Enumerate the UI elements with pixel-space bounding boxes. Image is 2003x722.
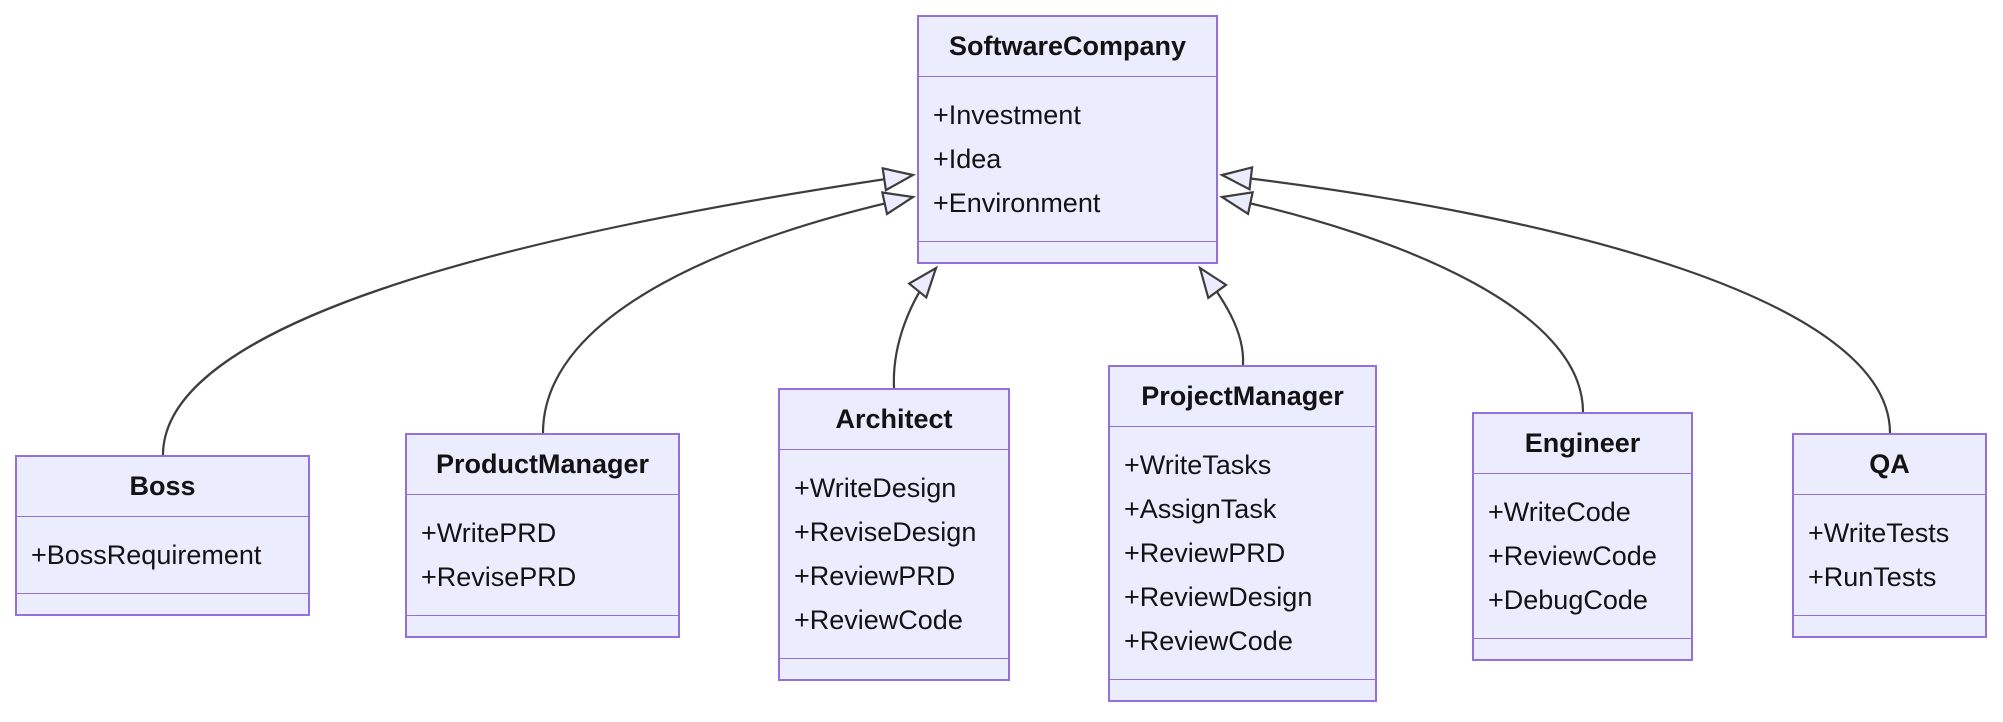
class-node-engineer: Engineer +WriteCode +ReviewCode +DebugCo… bbox=[1472, 412, 1693, 661]
edge-boss-to-softwarecompany bbox=[161, 175, 913, 456]
class-attribute: +ReviewDesign bbox=[1124, 582, 1313, 612]
class-attribute: +WriteDesign bbox=[794, 473, 957, 503]
class-title: ProjectManager bbox=[1110, 367, 1375, 427]
class-node-productmanager: ProductManager +WritePRD +RevisePRD bbox=[405, 433, 680, 638]
class-attribute: +RevisePRD bbox=[421, 562, 577, 592]
methods-compartment-empty bbox=[1474, 639, 1691, 659]
class-node-architect: Architect +WriteDesign +ReviseDesign +Re… bbox=[778, 388, 1010, 681]
class-title: QA bbox=[1794, 435, 1985, 495]
edge-architect-to-softwarecompany bbox=[892, 268, 936, 389]
class-attribute: +WriteTests bbox=[1808, 518, 1950, 548]
methods-compartment-empty bbox=[780, 659, 1008, 679]
class-node-qa: QA +WriteTests +RunTests bbox=[1792, 433, 1987, 638]
class-attribute: +WritePRD bbox=[421, 518, 557, 548]
class-attribute: +ReviseDesign bbox=[794, 517, 977, 547]
class-attribute: +RunTests bbox=[1808, 562, 1937, 592]
attributes-compartment: +WriteCode +ReviewCode +DebugCode bbox=[1474, 474, 1691, 639]
class-attribute: +ReviewCode bbox=[1488, 541, 1657, 571]
class-attribute: +ReviewCode bbox=[794, 605, 963, 635]
class-attribute: +ReviewCode bbox=[1124, 626, 1293, 656]
methods-compartment-empty bbox=[407, 616, 678, 636]
class-title: Architect bbox=[780, 390, 1008, 450]
class-attribute: +BossRequirement bbox=[31, 540, 262, 570]
methods-compartment-empty bbox=[919, 242, 1216, 262]
class-title: ProductManager bbox=[407, 435, 678, 495]
class-attribute: +ReviewPRD bbox=[1124, 538, 1286, 568]
class-attribute: +DebugCode bbox=[1488, 585, 1648, 615]
class-node-boss: Boss +BossRequirement bbox=[15, 455, 310, 616]
edge-productmanager-to-softwarecompany bbox=[541, 197, 913, 434]
class-attribute: +ReviewPRD bbox=[794, 561, 956, 591]
attributes-compartment: +WriteTests +RunTests bbox=[1794, 495, 1985, 616]
class-title: Engineer bbox=[1474, 414, 1691, 474]
class-title: Boss bbox=[17, 457, 308, 517]
class-attribute: +WriteCode bbox=[1488, 497, 1631, 527]
methods-compartment-empty bbox=[17, 594, 308, 614]
edge-qa-to-softwarecompany bbox=[1222, 175, 1892, 434]
class-attribute: +Environment bbox=[933, 188, 1101, 218]
class-attribute: +WriteTasks bbox=[1124, 450, 1272, 480]
attributes-compartment: +WriteTasks +AssignTask +ReviewPRD +Revi… bbox=[1110, 427, 1375, 680]
attributes-compartment: +BossRequirement bbox=[17, 517, 308, 594]
methods-compartment-empty bbox=[1794, 616, 1985, 636]
attributes-compartment: +WritePRD +RevisePRD bbox=[407, 495, 678, 616]
class-node-projectmanager: ProjectManager +WriteTasks +AssignTask +… bbox=[1108, 365, 1377, 702]
attributes-compartment: +Investment +Idea +Environment bbox=[919, 77, 1216, 242]
class-attribute: +Idea bbox=[933, 144, 1002, 174]
methods-compartment-empty bbox=[1110, 680, 1375, 700]
class-attribute: +AssignTask bbox=[1124, 494, 1277, 524]
edge-engineer-to-softwarecompany bbox=[1222, 197, 1585, 413]
class-title: SoftwareCompany bbox=[919, 17, 1216, 77]
class-node-softwarecompany: SoftwareCompany +Investment +Idea +Envir… bbox=[917, 15, 1218, 264]
class-attribute: +Investment bbox=[933, 100, 1081, 130]
attributes-compartment: +WriteDesign +ReviseDesign +ReviewPRD +R… bbox=[780, 450, 1008, 659]
edge-projectmanager-to-softwarecompany bbox=[1200, 268, 1245, 366]
